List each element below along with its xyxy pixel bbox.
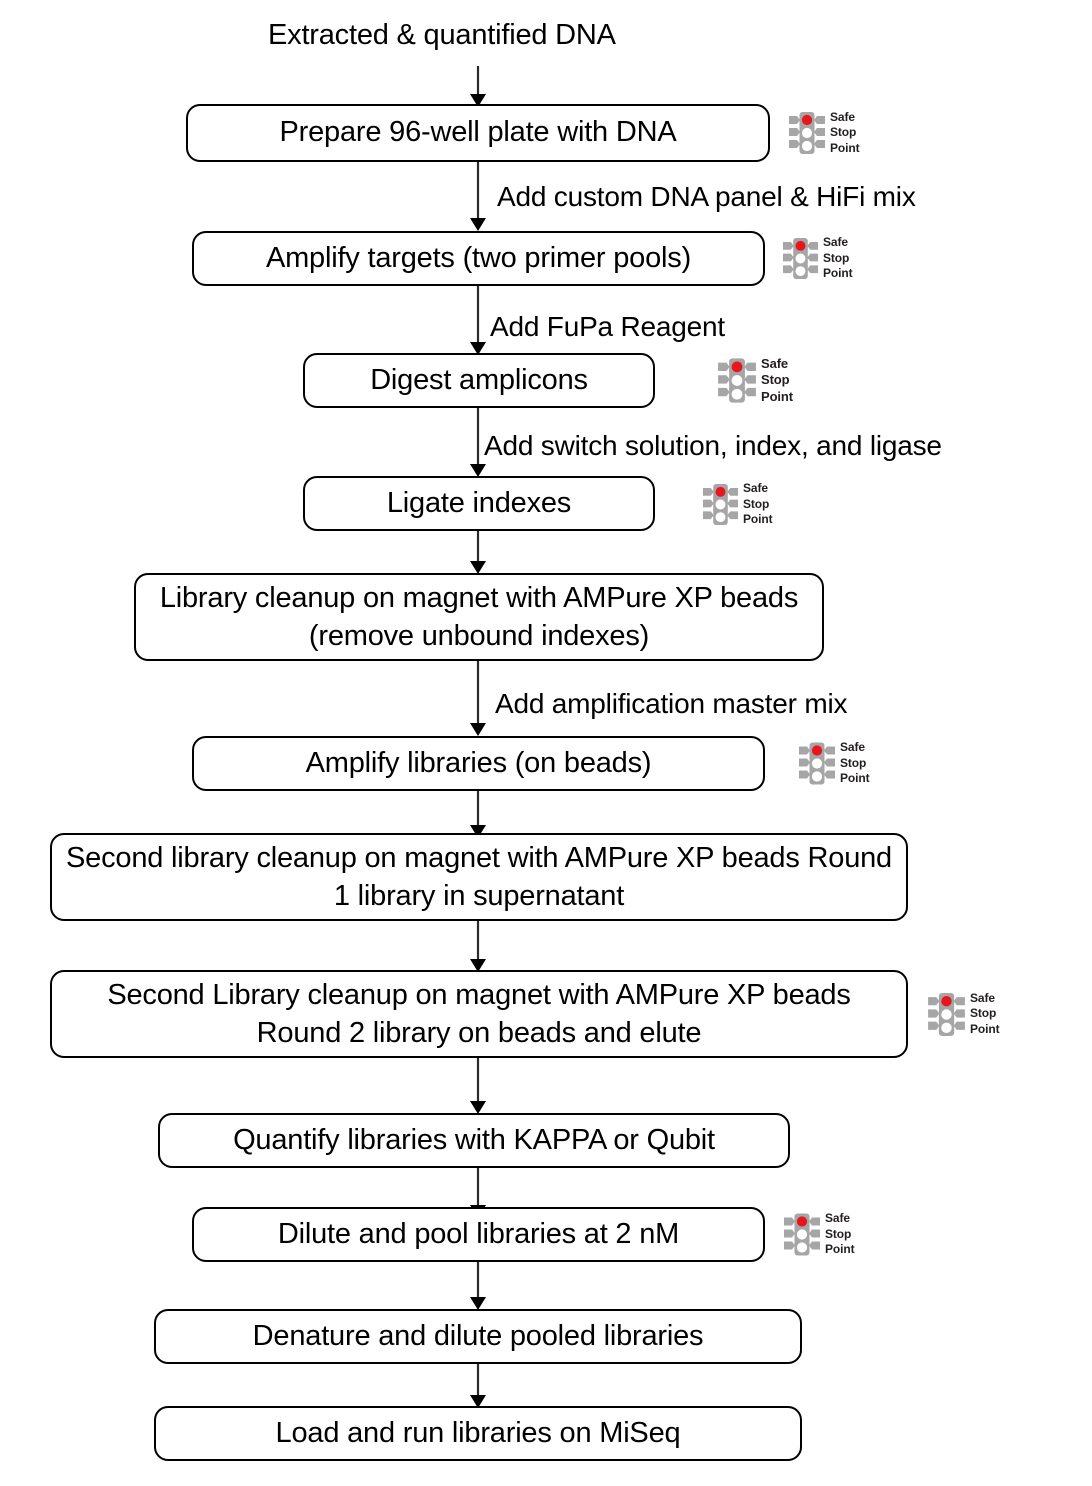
traffic-light-icon [789,112,825,154]
edge-n2-n3 [470,286,486,355]
process-node-denature-dilute[interactable]: Denature and dilute pooled libraries [154,1309,802,1364]
safe-stop-line-1: Safe [825,1211,850,1226]
safe-stop-line-2: Stop [970,1006,997,1021]
safe-stop-line-1: Safe [743,481,768,496]
safe-stop-line-3: Point [743,512,773,527]
edge-label-n5-n6: Add amplification master mix [495,688,848,719]
process-node-amplify-targets[interactable]: Amplify targets (two primer pools) [192,231,765,286]
node-label: Denature and dilute pooled libraries [252,1319,704,1352]
node-label: Second library cleanup on magnet with AM… [66,841,892,912]
edge-n8-n9 [470,1058,486,1114]
safe-stop-line-1: Safe [823,235,848,250]
safe-stop-line-1: Safe [840,740,865,755]
process-node-quantify-libraries[interactable]: Quantify libraries with KAPPA or Qubit [158,1113,790,1168]
safe-stop-line-2: Stop [743,496,770,511]
traffic-light-icon [784,1213,820,1256]
node-label: Amplify targets (two primer pools) [265,241,692,274]
edge-n10-n11 [470,1262,486,1310]
safe-stop-point-6: Safe Stop Point [798,735,870,792]
safe-stop-line-2: Stop [840,755,867,770]
node-label: Library cleanup on magnet with AMPure XP… [159,581,799,652]
safe-stop-point-10: Safe Stop Point [783,1206,855,1263]
process-node-amplify-libraries[interactable]: Amplify libraries (on beads) [192,736,765,791]
safe-stop-line-1: Safe [761,355,789,371]
process-node-dilute-pool-libraries[interactable]: Dilute and pool libraries at 2 nM [192,1207,765,1262]
safe-stop-line-3: Point [761,388,793,404]
safe-stop-point-4: Safe Stop Point [702,477,773,532]
edge-label-n3-n4: Add switch solution, index, and ligase [484,430,942,461]
traffic-light-icon [702,484,739,525]
node-label: Dilute and pool libraries at 2 nM [277,1217,680,1250]
safe-stop-line-1: Safe [970,990,995,1005]
edge-n1-n2 [470,162,486,231]
edge-n3-n4 [470,408,486,477]
safe-stop-line-1: Safe [830,109,855,124]
edge-n7-n8 [470,921,486,972]
edge-n4-n5 [470,531,486,574]
safe-stop-line-2: Stop [823,250,850,265]
safe-stop-line-2: Stop [825,1226,852,1241]
safe-stop-point-2: Safe Stop Point [782,231,853,286]
process-node-digest-amplicons[interactable]: Digest amplicons [303,353,655,408]
edge-n6-n7 [470,791,486,838]
safe-stop-line-3: Point [825,1242,855,1257]
node-label: Amplify libraries (on beads) [305,746,652,779]
safe-stop-point-1: Safe Stop Point [788,104,860,162]
safe-stop-line-3: Point [970,1021,1000,1036]
node-label: Ligate indexes [386,486,572,519]
safe-stop-line-3: Point [840,771,870,786]
process-node-load-run-miseq[interactable]: Load and run libraries on MiSeq [154,1406,802,1461]
edge-label-n2-n3: Add FuPa Reagent [490,311,725,342]
safe-stop-point-3: Safe Stop Point [717,352,793,409]
safe-stop-point-8: Safe Stop Point [927,985,1000,1043]
safe-stop-line-3: Point [830,140,860,155]
traffic-light-icon [928,992,965,1036]
node-label: Second Library cleanup on magnet with AM… [107,978,851,1049]
node-label: Quantify libraries with KAPPA or Qubit [233,1123,715,1156]
process-node-prepare-plate[interactable]: Prepare 96-well plate with DNA [186,104,770,162]
traffic-light-icon [799,742,835,785]
edge-n11-n12 [470,1364,486,1408]
node-label: Digest amplicons [370,363,588,396]
edge-label-n1-n2: Add custom DNA panel & HiFi mix [497,181,916,212]
node-label: Load and run libraries on MiSeq [275,1416,681,1449]
process-node-second-cleanup-round2[interactable]: Second Library cleanup on magnet with AM… [50,970,908,1058]
process-node-ligate-indexes[interactable]: Ligate indexes [303,476,655,531]
process-node-library-cleanup[interactable]: Library cleanup on magnet with AMPure XP… [134,573,824,661]
safe-stop-line-2: Stop [830,125,857,140]
traffic-light-icon [718,358,756,403]
node-label: Prepare 96-well plate with DNA [279,116,677,149]
safe-stop-line-2: Stop [761,372,790,388]
start-caption: Extracted & quantified DNA [268,19,616,51]
process-node-second-cleanup-round1[interactable]: Second library cleanup on magnet with AM… [50,833,908,921]
edge-n5-n6 [470,661,486,736]
edge-start-n1 [470,66,486,107]
safe-stop-line-3: Point [823,266,853,281]
traffic-light-icon [782,238,819,279]
